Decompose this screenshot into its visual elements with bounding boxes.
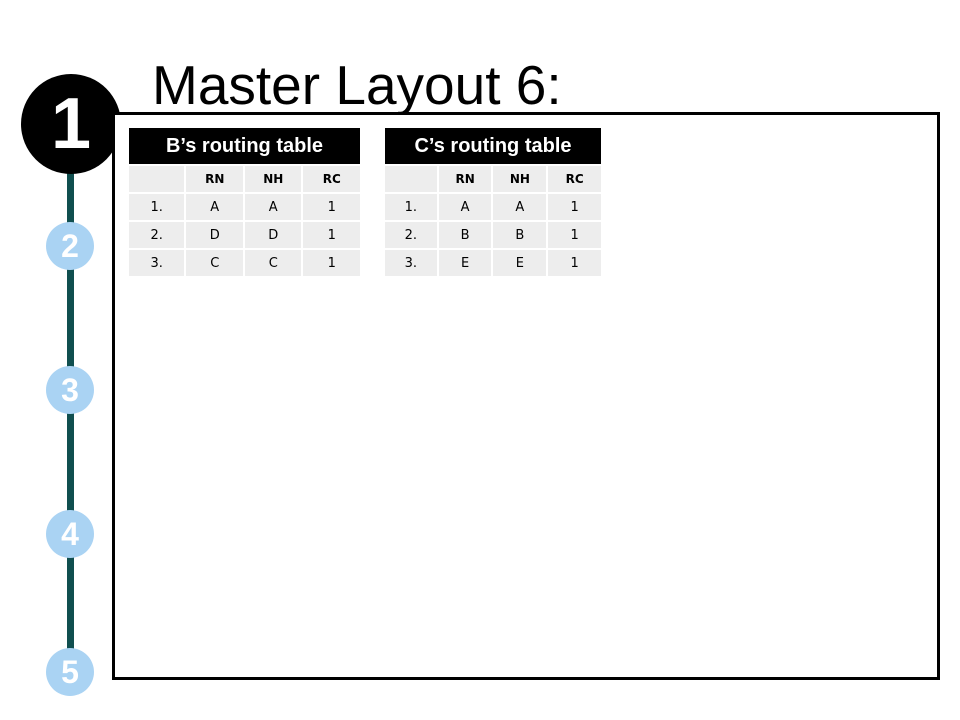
routing-table-b-grid: RN NH RC 1. A A 1 2. D D 1 3. C C 1 <box>127 164 362 278</box>
step-5[interactable]: 5 <box>46 648 94 696</box>
table-row: 3. C C 1 <box>129 250 360 276</box>
table-cell: B <box>438 222 492 248</box>
table-row: 2. B B 1 <box>385 222 601 248</box>
table-cell: E <box>493 250 547 276</box>
table-cell: 1 <box>303 194 360 220</box>
table-cell: 1 <box>303 250 360 276</box>
table-cell: 3. <box>385 250 437 276</box>
step-3[interactable]: 3 <box>46 366 94 414</box>
table-cell: D <box>244 222 302 248</box>
table-header-row: RN NH RC <box>385 166 601 192</box>
slide-title: Master Layout 6: <box>152 54 562 116</box>
routing-table-c: C’s routing table RN NH RC 1. A A 1 2. B… <box>385 128 601 278</box>
column-header <box>129 166 185 192</box>
table-cell: E <box>438 250 492 276</box>
table-row: 3. E E 1 <box>385 250 601 276</box>
table-cell: 1. <box>385 194 437 220</box>
table-cell: A <box>493 194 547 220</box>
routing-table-c-title: C’s routing table <box>385 128 601 164</box>
column-header-rn: RN <box>438 166 492 192</box>
routing-table-b-title: B’s routing table <box>129 128 360 164</box>
table-cell: 1 <box>548 250 601 276</box>
table-cell: C <box>186 250 243 276</box>
table-cell: A <box>186 194 243 220</box>
table-cell: A <box>244 194 302 220</box>
table-cell: 2. <box>385 222 437 248</box>
column-header <box>385 166 437 192</box>
column-header-rn: RN <box>186 166 243 192</box>
table-cell: 1 <box>548 222 601 248</box>
table-row: 1. A A 1 <box>129 194 360 220</box>
step-4[interactable]: 4 <box>46 510 94 558</box>
table-cell: A <box>438 194 492 220</box>
routing-table-c-grid: RN NH RC 1. A A 1 2. B B 1 3. E E 1 <box>383 164 603 278</box>
table-cell: 1 <box>548 194 601 220</box>
column-header-nh: NH <box>493 166 547 192</box>
column-header-rc: RC <box>548 166 601 192</box>
table-row: 1. A A 1 <box>385 194 601 220</box>
table-row: 2. D D 1 <box>129 222 360 248</box>
table-cell: 3. <box>129 250 185 276</box>
table-cell: C <box>244 250 302 276</box>
column-header-rc: RC <box>303 166 360 192</box>
step-2[interactable]: 2 <box>46 222 94 270</box>
table-cell: 1. <box>129 194 185 220</box>
table-cell: 1 <box>303 222 360 248</box>
column-header-nh: NH <box>244 166 302 192</box>
table-cell: D <box>186 222 243 248</box>
table-cell: B <box>493 222 547 248</box>
table-cell: 2. <box>129 222 185 248</box>
routing-table-b: B’s routing table RN NH RC 1. A A 1 2. D… <box>129 128 360 278</box>
table-header-row: RN NH RC <box>129 166 360 192</box>
step-1-active[interactable]: 1 <box>21 74 121 174</box>
